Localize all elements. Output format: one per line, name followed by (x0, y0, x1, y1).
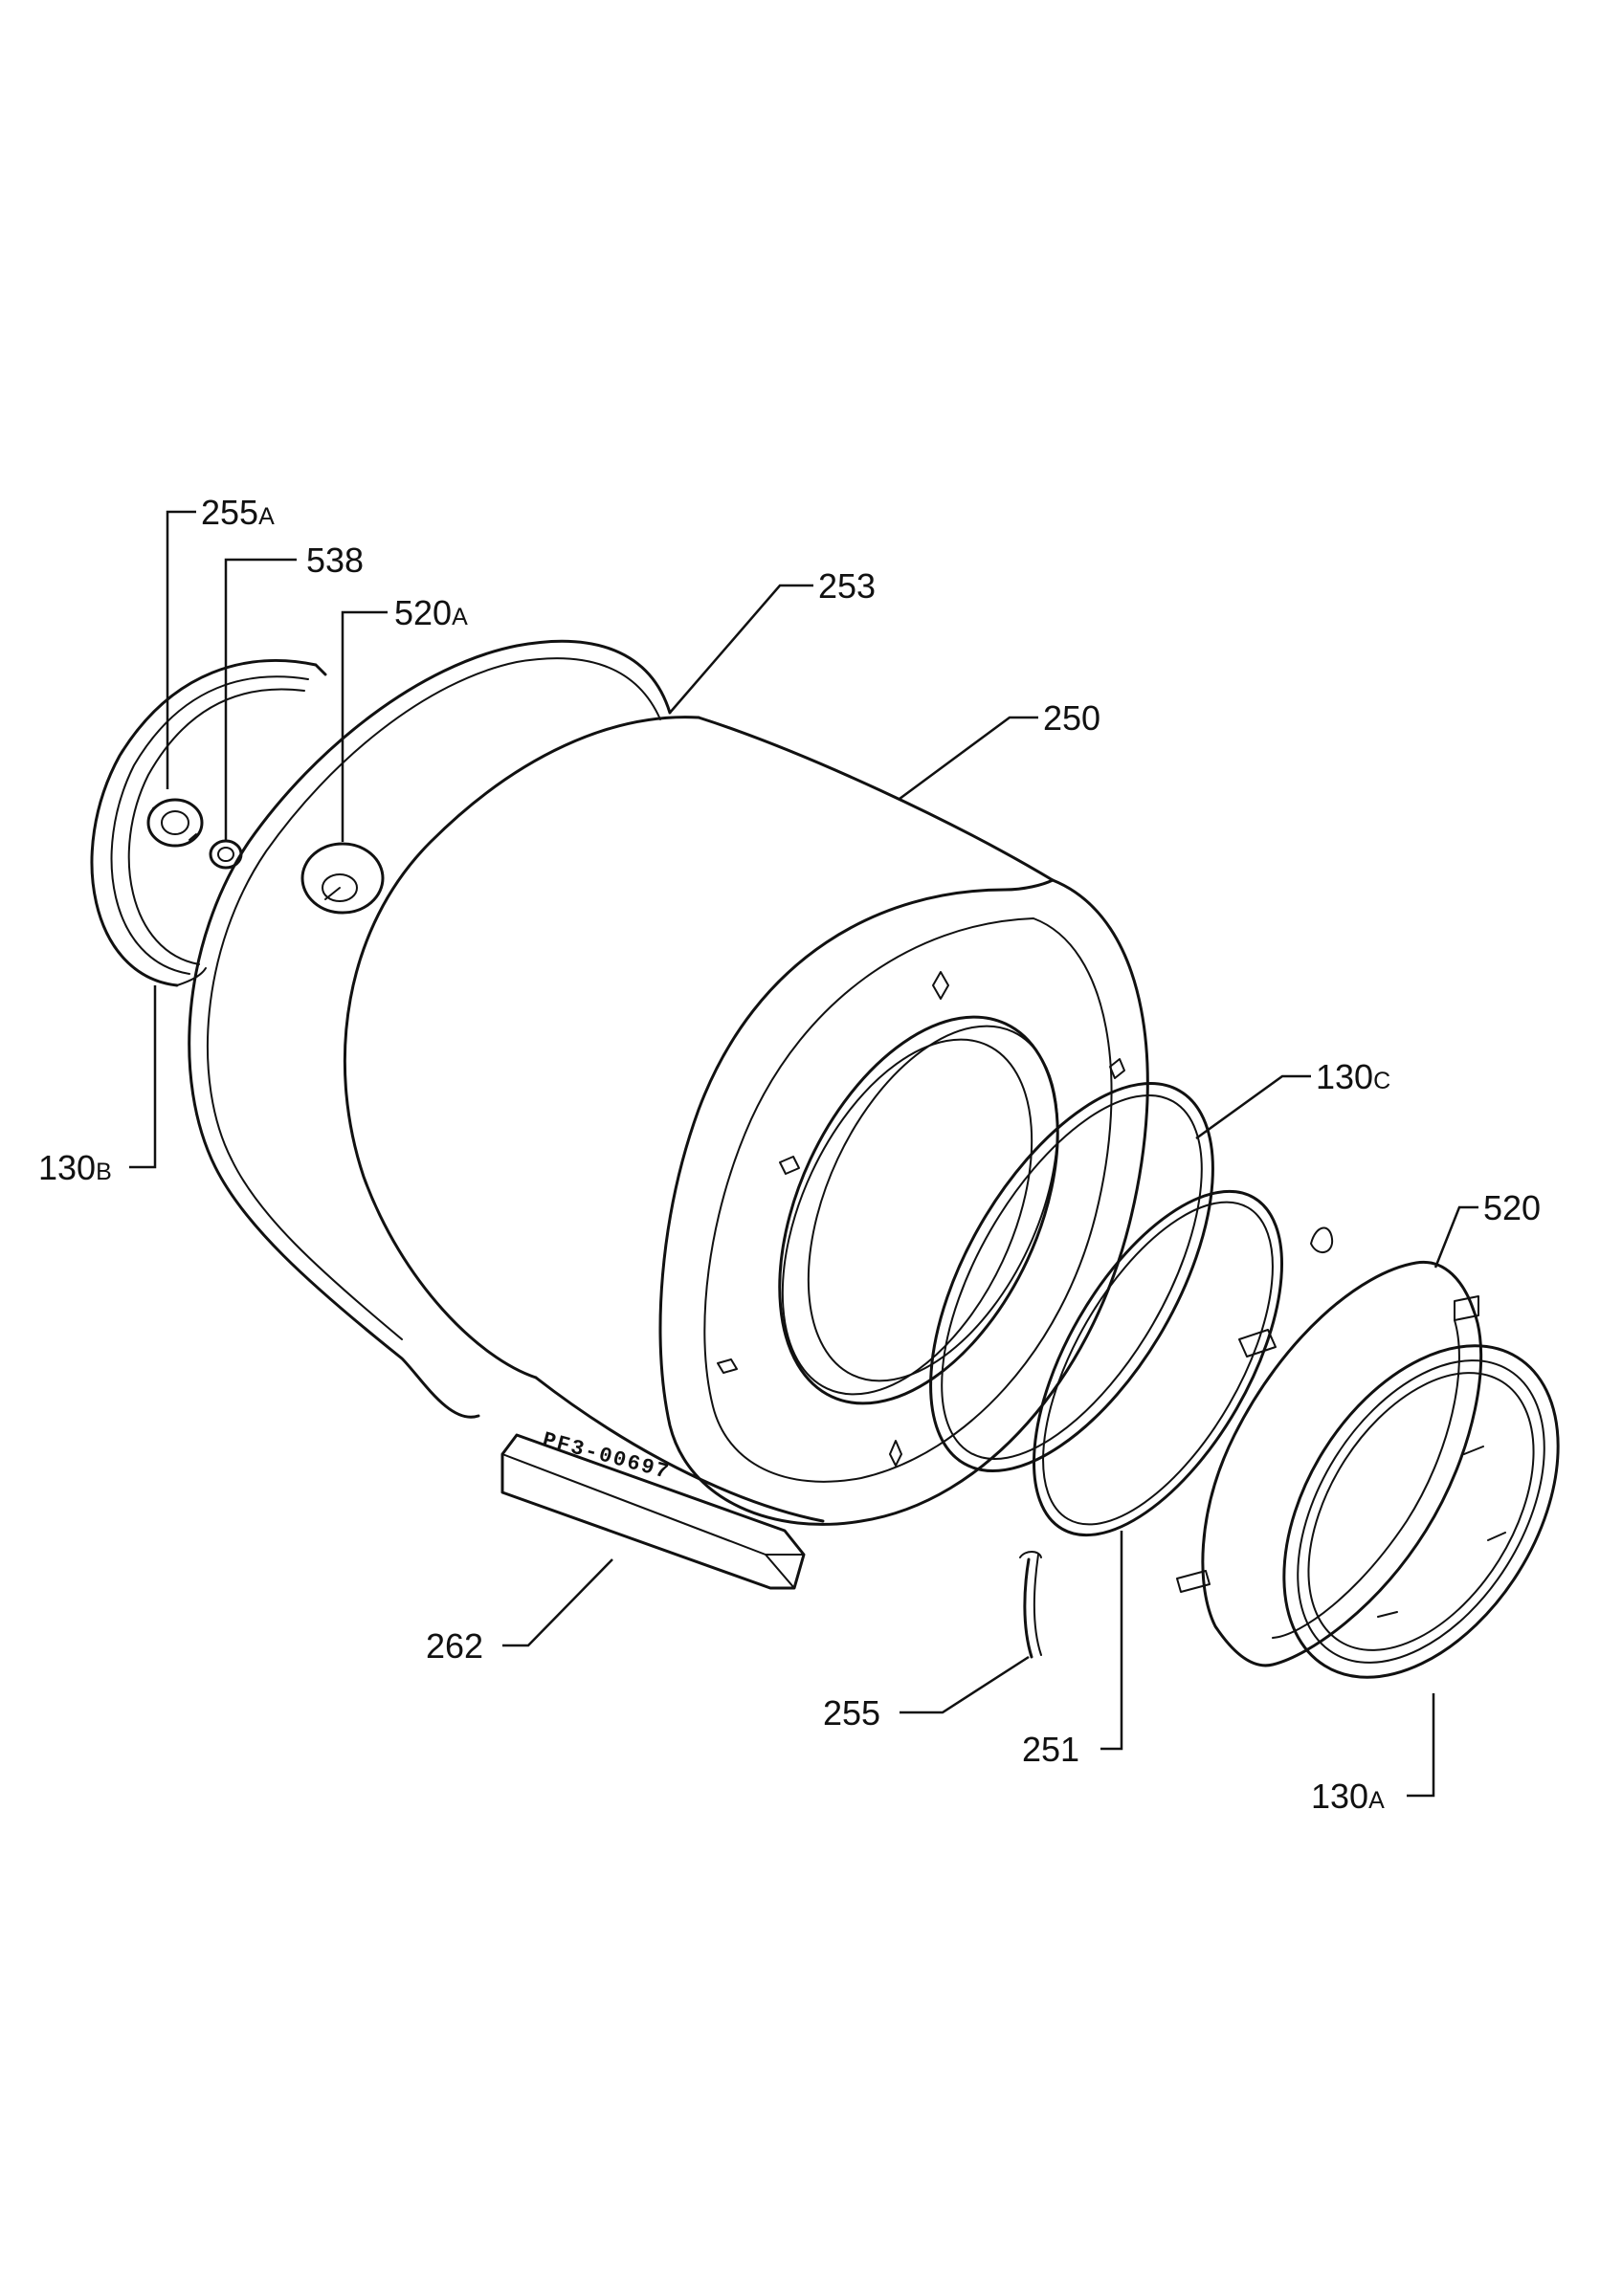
label-130c: 130C (1316, 1057, 1390, 1096)
rear-bulkhead-130b (90, 659, 327, 987)
label-520a: 520A (394, 593, 468, 632)
front-seal-130a (1282, 1344, 1560, 1679)
seal-ring-130c (929, 1082, 1214, 1472)
label-262: 262 (426, 1626, 483, 1666)
leader-lines (129, 510, 1478, 1798)
label-130a: 130A (1311, 1777, 1385, 1816)
label-255: 255 (823, 1693, 880, 1733)
label-520: 520 (1483, 1188, 1541, 1227)
label-255a: 255A (201, 493, 275, 532)
part-labels: 255A 538 520A 253 250 130B 130C 520 262 … (38, 493, 1541, 1816)
ring-251 (1033, 1189, 1283, 1537)
label-253: 253 (818, 566, 876, 606)
label-250: 250 (1043, 698, 1100, 738)
drum-seal-253 (188, 639, 672, 1419)
label-251: 251 (1022, 1730, 1079, 1769)
strip-262 (500, 1433, 806, 1590)
label-538: 538 (306, 541, 364, 580)
label-130b: 130B (38, 1148, 112, 1187)
front-bearing-520 (1176, 1226, 1483, 1667)
clip-255 (1019, 1551, 1042, 1659)
drum-250: PF3-00697 (343, 716, 1149, 1526)
